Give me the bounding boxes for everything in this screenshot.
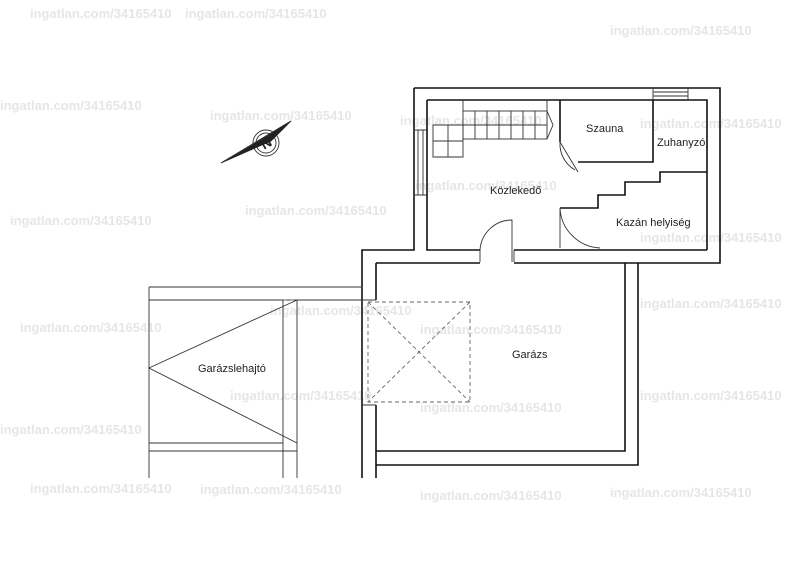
watermark: ingatlan.com/34165410: [640, 116, 782, 131]
room-label-zuhanyzo: Zuhanyzó: [657, 137, 705, 149]
watermark: ingatlan.com/34165410: [640, 230, 782, 245]
north-arrow-icon: N: [220, 120, 292, 164]
watermark: ingatlan.com/34165410: [230, 388, 372, 403]
sauna-partitions: [559, 100, 654, 173]
boiler-room-partitions: [559, 171, 707, 249]
watermark-layer: ingatlan.com/34165410 ingatlan.com/34165…: [0, 6, 782, 503]
watermark: ingatlan.com/34165410: [185, 6, 327, 21]
watermark: ingatlan.com/34165410: [200, 482, 342, 497]
garage-door-swing: [479, 219, 515, 262]
watermark: ingatlan.com/34165410: [210, 108, 352, 123]
watermark: ingatlan.com/34165410: [420, 488, 562, 503]
garage-void-marker: [367, 301, 471, 403]
upper-block-walls: [361, 87, 721, 478]
room-label-szauna: Szauna: [586, 123, 624, 135]
driveway-ramp: [147, 286, 362, 478]
staircase: [432, 100, 554, 158]
watermark: ingatlan.com/34165410: [610, 485, 752, 500]
room-label-garazslehajto: Garázslehajtó: [198, 363, 266, 375]
watermark: ingatlan.com/34165410: [420, 400, 562, 415]
watermark: ingatlan.com/34165410: [270, 303, 412, 318]
room-label-kozlekedo: Közlekedő: [490, 185, 541, 197]
watermark: ingatlan.com/34165410: [245, 203, 387, 218]
watermark: ingatlan.com/34165410: [30, 6, 172, 21]
watermark: ingatlan.com/34165410: [640, 388, 782, 403]
garage-walls: [362, 262, 639, 478]
watermark: ingatlan.com/34165410: [415, 178, 557, 193]
watermark: ingatlan.com/34165410: [20, 320, 162, 335]
watermark: ingatlan.com/34165410: [30, 481, 172, 496]
watermark: ingatlan.com/34165410: [10, 213, 152, 228]
watermark: ingatlan.com/34165410: [0, 422, 142, 437]
watermark: ingatlan.com/34165410: [420, 322, 562, 337]
watermark: ingatlan.com/34165410: [640, 296, 782, 311]
watermark: ingatlan.com/34165410: [610, 23, 752, 38]
room-label-kazan: Kazán helyiség: [616, 217, 691, 229]
watermark: ingatlan.com/34165410: [400, 113, 542, 128]
watermark: ingatlan.com/34165410: [0, 98, 142, 113]
room-label-garazs: Garázs: [512, 349, 548, 361]
